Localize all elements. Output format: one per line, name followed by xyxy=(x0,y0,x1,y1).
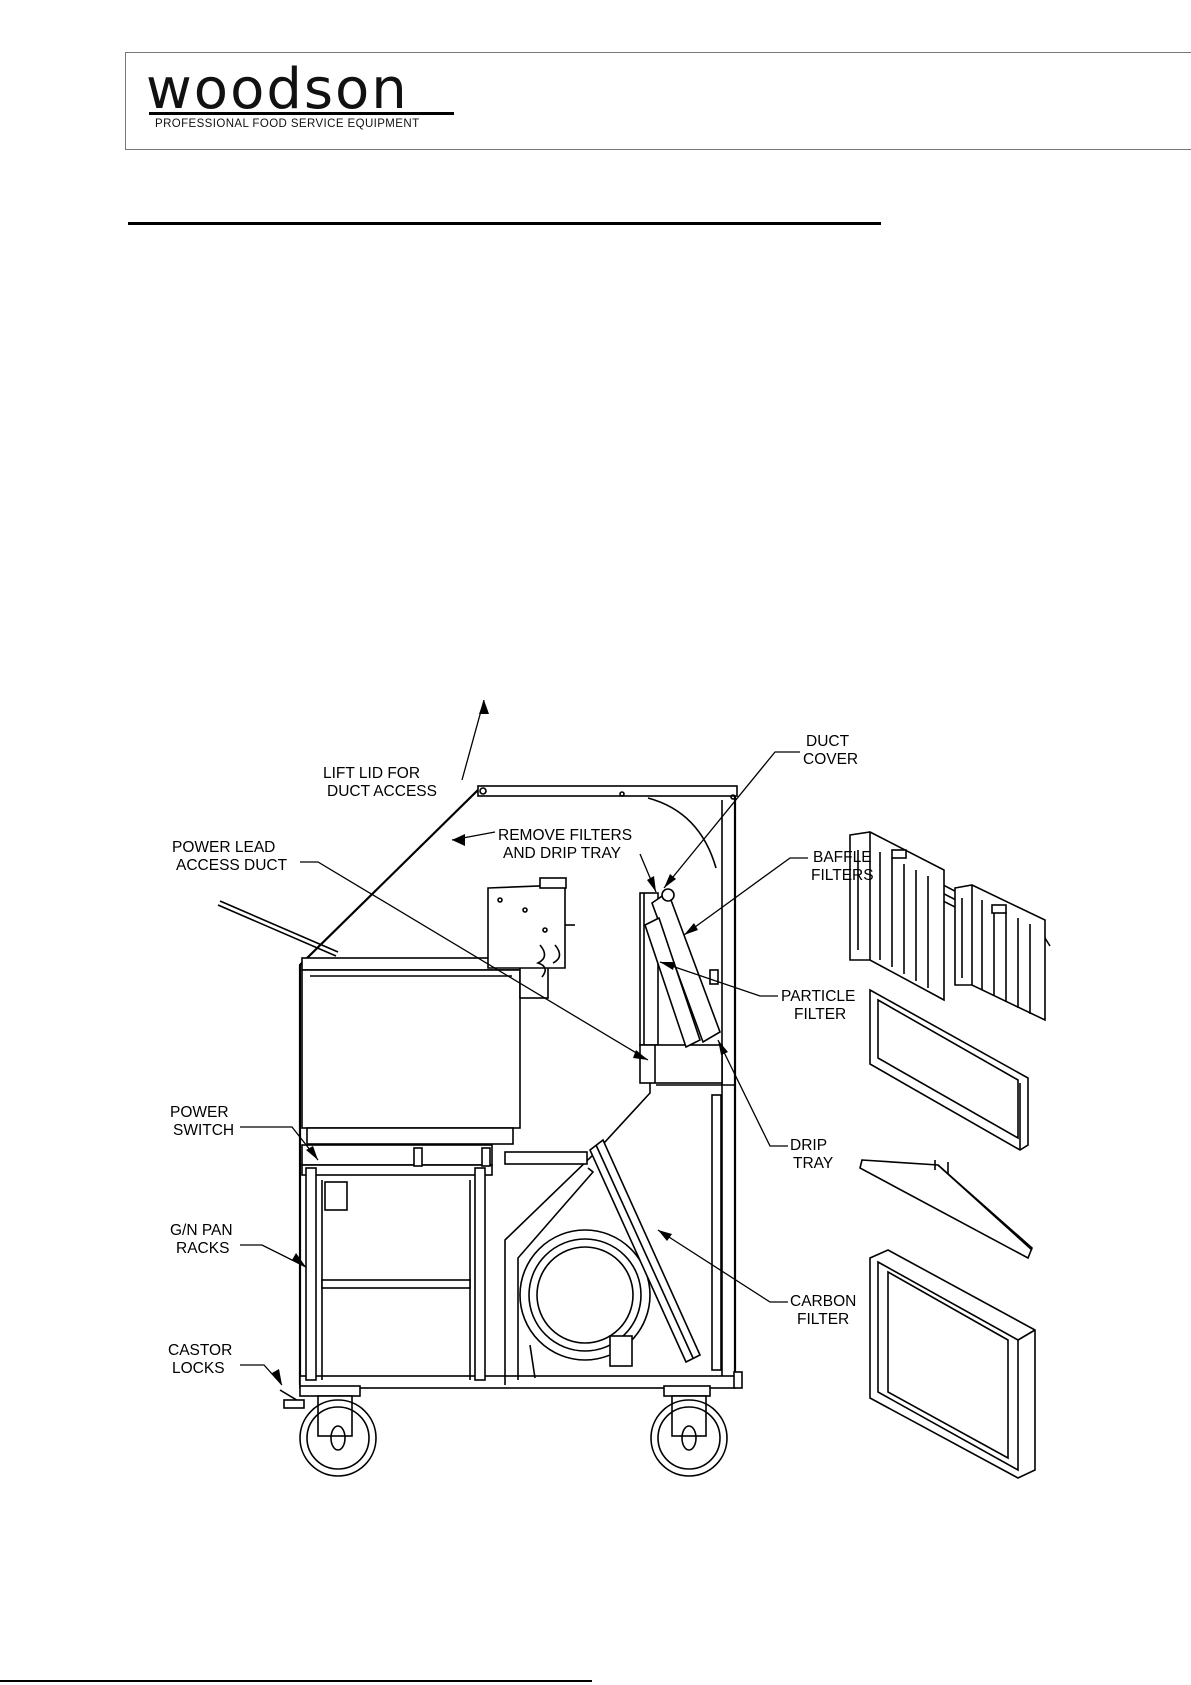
drip-tray-part xyxy=(860,1160,1032,1258)
label-castor-locks-1: CASTOR xyxy=(168,1342,232,1359)
label-power-switch-2: SWITCH xyxy=(173,1122,234,1139)
label-remove-filters-2: AND DRIP TRAY xyxy=(503,845,621,862)
label-remove-filters-1: REMOVE FILTERS xyxy=(498,827,632,844)
label-baffle-filters-2: FILTERS xyxy=(811,867,874,884)
control-bracket xyxy=(488,878,575,977)
label-carbon-filter-2: FILTER xyxy=(797,1311,849,1328)
rear-castor xyxy=(651,1386,727,1476)
label-particle-filter-2: FILTER xyxy=(794,1006,846,1023)
baffle-filter-right xyxy=(955,885,1045,1020)
label-lift-lid-1: LIFT LID FOR xyxy=(323,765,420,782)
label-carbon-filter-1: CARBON xyxy=(790,1293,856,1310)
gn-rack-frame xyxy=(302,1145,492,1380)
front-castor xyxy=(280,1386,376,1476)
label-particle-filter-1: PARTICLE xyxy=(781,988,855,1005)
label-power-switch-1: POWER xyxy=(170,1104,229,1121)
label-castor-locks-2: LOCKS xyxy=(172,1360,225,1377)
label-power-lead-1: POWER LEAD xyxy=(172,839,275,856)
pan-well xyxy=(302,958,548,1144)
label-gn-pan-1: G/N PAN xyxy=(170,1222,233,1239)
label-duct-cover-2: COVER xyxy=(803,751,858,768)
label-lift-lid-2: DUCT ACCESS xyxy=(327,783,437,800)
label-drip-tray-1: DRIP xyxy=(790,1137,827,1154)
label-baffle-filters-1: BAFFLE xyxy=(813,849,872,866)
filter-housing xyxy=(640,889,722,1083)
label-duct-cover-1: DUCT xyxy=(806,733,850,750)
label-gn-pan-2: RACKS xyxy=(176,1240,229,1257)
label-drip-tray-2: TRAY xyxy=(793,1155,833,1172)
blower-section xyxy=(505,1083,735,1385)
lifted-lid-rod xyxy=(218,901,338,956)
carbon-filter-part xyxy=(870,1250,1035,1478)
particle-filter-part xyxy=(870,990,1028,1150)
label-power-lead-2: ACCESS DUCT xyxy=(176,857,288,874)
